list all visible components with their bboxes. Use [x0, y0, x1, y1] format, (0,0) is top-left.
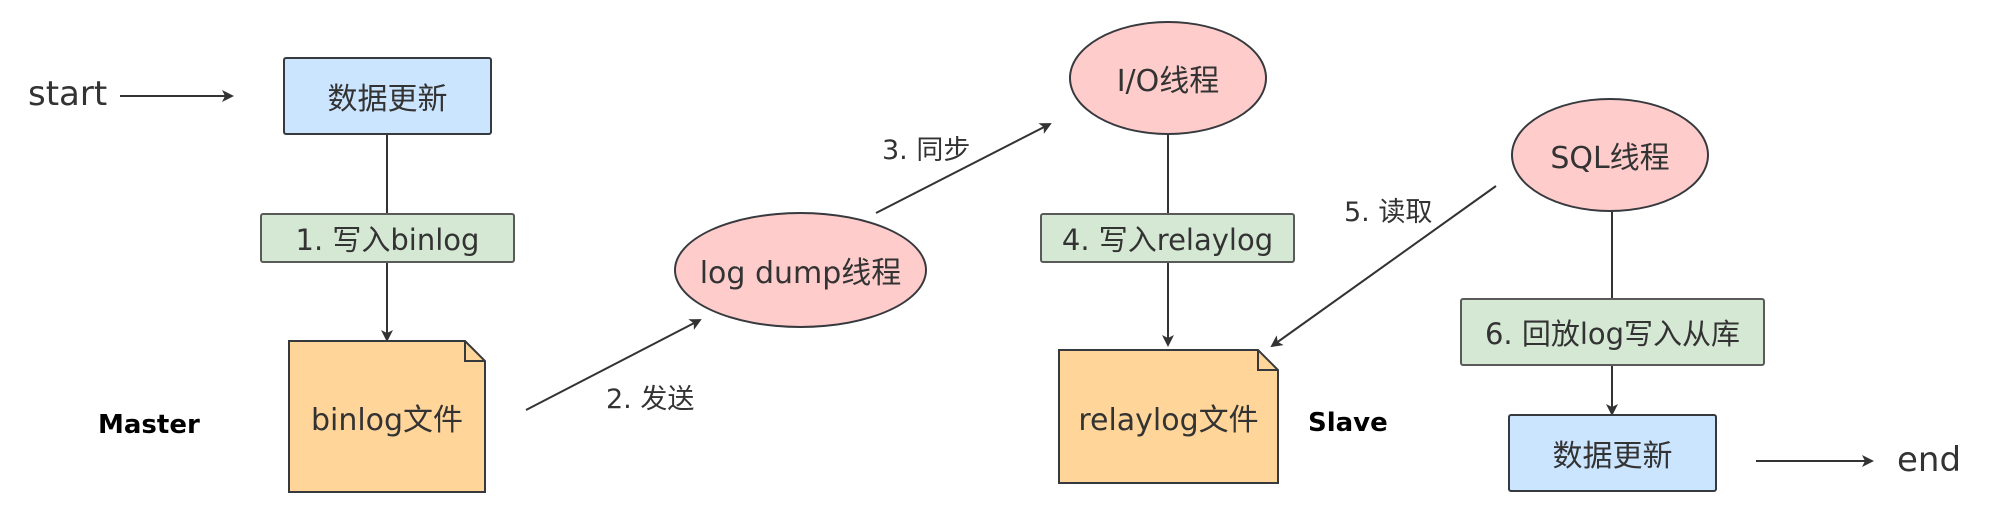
write-relaylog-node: 4. 写入relaylog	[1040, 213, 1295, 263]
start-label: start	[28, 74, 108, 114]
slave-label: Slave	[1308, 408, 1388, 438]
binlog-file-shape	[288, 340, 486, 493]
log-dump-thread-node: log dump线程	[674, 212, 927, 328]
sql-thread-node: SQL线程	[1511, 98, 1709, 212]
binlog-file-node: binlog文件	[310, 402, 464, 438]
relaylog-file-fold	[1257, 350, 1278, 371]
data-update-slave-node: 数据更新	[1508, 414, 1717, 492]
edge-label-sync: 3. 同步	[882, 135, 971, 166]
edge-sync	[875, 123, 1052, 214]
relaylog-file-node: relaylog文件	[1078, 402, 1259, 438]
edge-read	[1270, 185, 1497, 348]
io-thread-node: I/O线程	[1069, 21, 1267, 135]
edge-send	[525, 319, 702, 411]
data-update-master-node: 数据更新	[283, 57, 492, 135]
end-label: end	[1897, 440, 1962, 480]
write-binlog-node: 1. 写入binlog	[260, 213, 515, 263]
master-label: Master	[98, 410, 200, 440]
edge-label-read: 5. 读取	[1344, 197, 1433, 228]
edge-label-send: 2. 发送	[606, 384, 695, 415]
binlog-file-fold	[464, 341, 485, 362]
relaylog-file-shape	[1058, 349, 1279, 484]
replay-log-node: 6. 回放log写入从库	[1460, 298, 1765, 366]
